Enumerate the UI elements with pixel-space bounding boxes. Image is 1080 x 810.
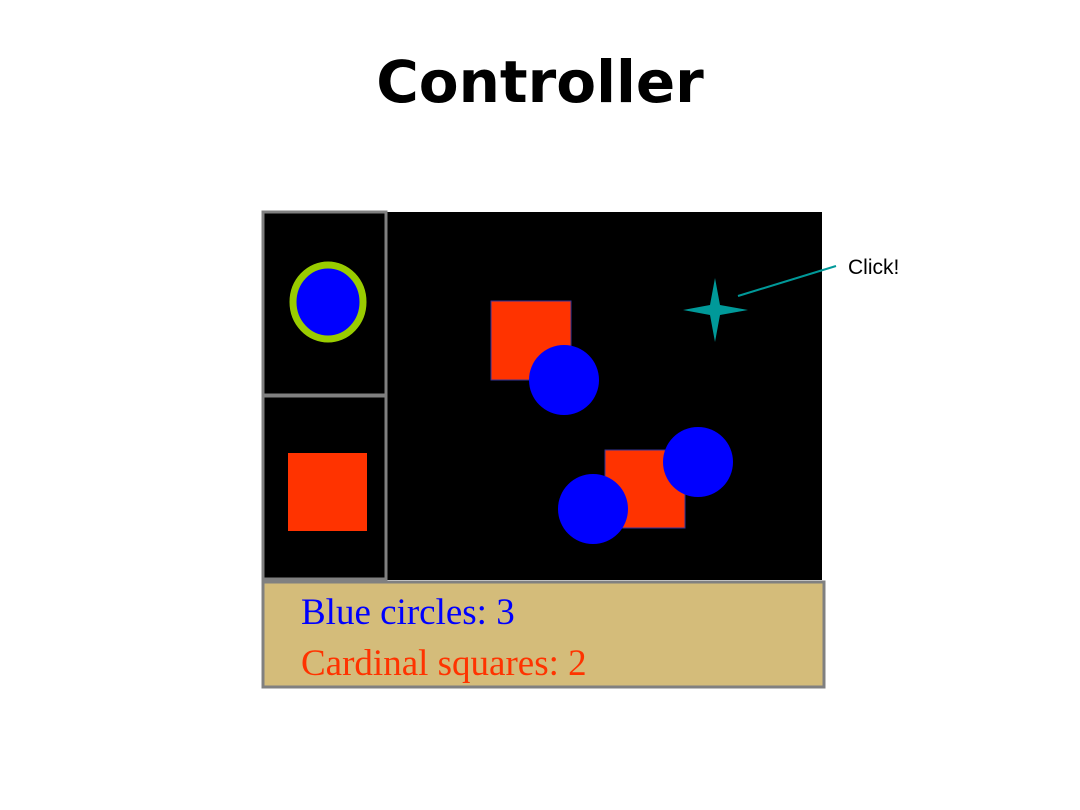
blue-circles-count: Blue circles: 3 [301,592,515,633]
canvas-circle[interactable] [558,474,628,544]
callout-label: Click! [848,256,899,279]
circle-tool-icon[interactable] [289,261,367,343]
status-panel [261,580,826,689]
canvas-circle[interactable] [529,345,599,415]
square-tool-icon[interactable] [288,453,367,531]
tool-palette [261,210,388,581]
canvas-circle[interactable] [663,427,733,497]
cardinal-squares-count: Cardinal squares: 2 [301,643,587,684]
callout-line [737,265,837,297]
page-title: Controller [376,48,704,116]
click-star-icon [683,278,748,342]
